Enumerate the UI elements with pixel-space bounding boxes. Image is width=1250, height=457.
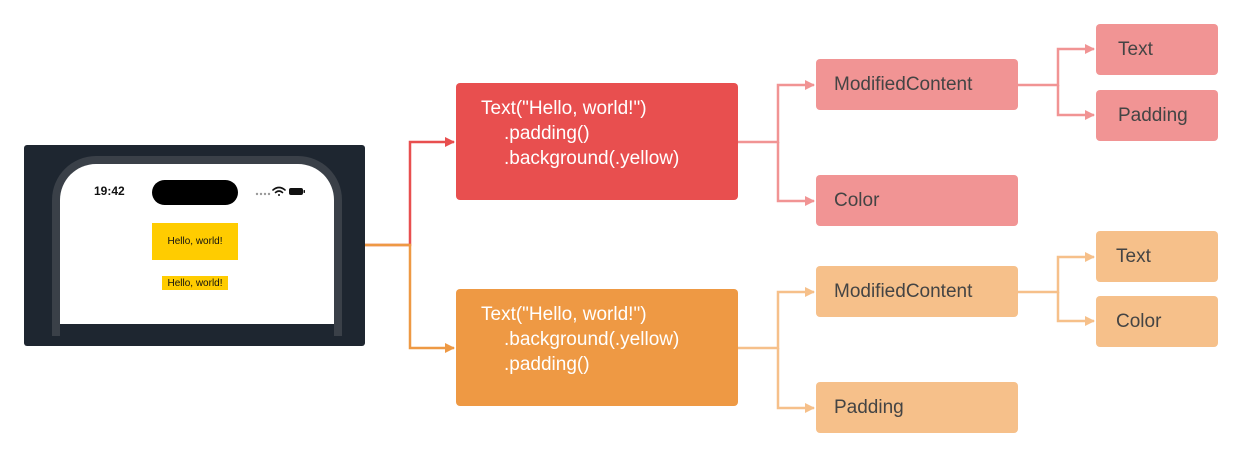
code-line: .background(.yellow): [504, 148, 680, 169]
signal-dots-icon: [255, 192, 271, 196]
bottom-text-node: Text: [1096, 231, 1218, 282]
status-bar-time: 19:42: [94, 184, 125, 198]
code-line: Text("Hello, world!"): [481, 98, 647, 119]
bottom-tree-connector: [738, 252, 1095, 413]
top-text-node: Text: [1096, 24, 1218, 75]
phone-crop-bottom: [60, 324, 334, 336]
battery-icon: [289, 188, 305, 195]
bottom-padding-node: Padding: [816, 382, 1018, 433]
code-line: .padding(): [504, 354, 590, 375]
preview-tight-text: Hello, world!: [162, 276, 228, 290]
status-icons: [255, 186, 305, 196]
top-padding-node: Padding: [1096, 90, 1218, 141]
phone-to-code-connector: [365, 137, 455, 353]
preview-padded-text: Hello, world!: [152, 223, 238, 260]
top-color-node: Color: [816, 175, 1018, 226]
code-line: .padding(): [504, 123, 590, 144]
code-line: .background(.yellow): [504, 329, 680, 350]
wifi-icon: [272, 186, 286, 196]
code-line: Text("Hello, world!"): [481, 304, 647, 325]
bottom-color-node: Color: [1096, 296, 1218, 347]
top-tree-connector: [738, 44, 1095, 206]
dynamic-island: [152, 180, 238, 205]
code-block-background-first: Text("Hello, world!") .background(.yello…: [456, 289, 738, 406]
code-block-padding-first: Text("Hello, world!") .padding() .backgr…: [456, 83, 738, 200]
bottom-modified-content-node: ModifiedContent: [816, 266, 1018, 317]
top-modified-content-node: ModifiedContent: [816, 59, 1018, 110]
